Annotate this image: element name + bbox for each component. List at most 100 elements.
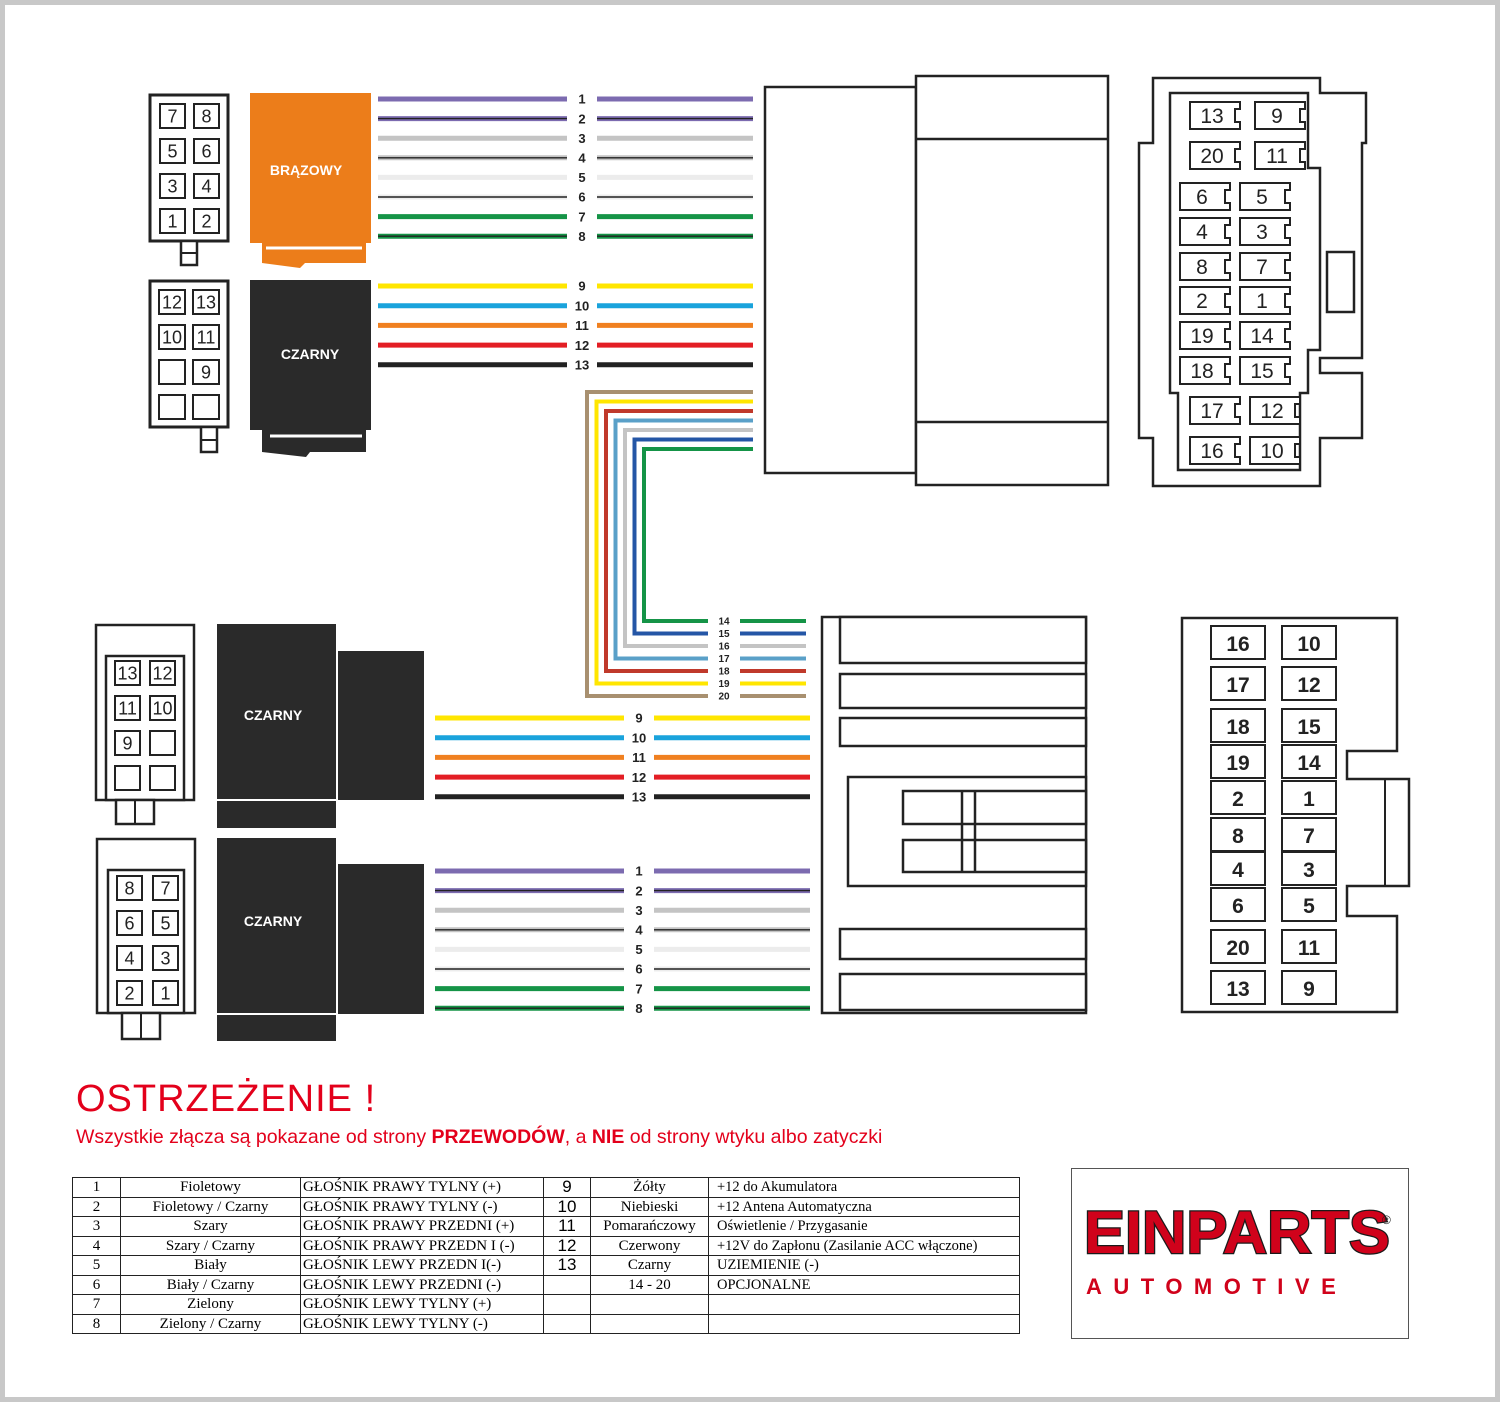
black-plug-top: CZARNY xyxy=(250,280,371,457)
pin: 6 xyxy=(193,138,220,164)
pin-number: 6 xyxy=(1232,895,1244,918)
einparts-logo-mark: EINPARTS xyxy=(1084,1205,1391,1261)
wire-16: 16 xyxy=(623,428,806,653)
pin: 2 xyxy=(1210,780,1266,815)
pin: 5 xyxy=(152,910,179,936)
pin-number: 2 xyxy=(1196,290,1208,313)
pin-number: 4 xyxy=(201,176,211,196)
legend-wire-color: Szary / Czarny xyxy=(120,1235,301,1256)
legend-wire-number-2: 9 xyxy=(543,1177,591,1198)
legend-wire-color-2: Niebieski xyxy=(590,1196,709,1217)
pin-number: 9 xyxy=(1271,105,1283,128)
wire-18: 18 xyxy=(604,409,806,678)
wire-9: 9 xyxy=(378,279,753,294)
wire-5: 5 xyxy=(378,170,753,185)
wire-14: 14 xyxy=(642,447,806,628)
pin: 15 xyxy=(1239,356,1291,385)
wire-4: 4 xyxy=(435,922,810,937)
black-plug-top-label: CZARNY xyxy=(281,346,340,362)
pin: 5 xyxy=(159,138,186,164)
wire-number-label: 12 xyxy=(632,770,646,785)
legend-wire-function: GŁOŚNIK PRAWY PRZEDN I (-) xyxy=(300,1235,544,1256)
pin-number: 16 xyxy=(1200,440,1223,463)
legend-wire-number: 1 xyxy=(72,1177,121,1198)
wire-number-label: 11 xyxy=(632,750,646,765)
pin: 19 xyxy=(1179,321,1231,350)
pin-number: 3 xyxy=(160,948,170,968)
pin-number: 7 xyxy=(167,106,177,126)
pin: 12 xyxy=(149,660,176,686)
pin: 15 xyxy=(1281,708,1337,743)
pin-number: 10 xyxy=(1260,440,1283,463)
pin-number: 15 xyxy=(1250,360,1273,383)
wire-1: 1 xyxy=(378,92,753,107)
einparts-logo: EINPARTS ® AUTOMOTIVE xyxy=(1071,1168,1409,1339)
wire-3: 3 xyxy=(378,131,753,146)
pin-number: 19 xyxy=(1190,325,1213,348)
pin-number: 8 xyxy=(201,106,211,126)
pin-number: 4 xyxy=(124,948,134,968)
pin-number: 8 xyxy=(124,878,134,898)
pin-number: 9 xyxy=(201,362,211,382)
pin-number: 2 xyxy=(1232,788,1244,811)
warning-text-part-3: od strony wtyku albo zatyczki xyxy=(624,1126,883,1148)
pin: 1 xyxy=(159,208,186,234)
legend-wire-color: Zielony xyxy=(120,1294,301,1315)
bottom-car-connector-body xyxy=(820,615,1088,1015)
legend-wire-color-2: Czarny xyxy=(590,1255,709,1276)
pin-number: 9 xyxy=(1303,978,1315,1001)
legend-wire-number: 5 xyxy=(72,1255,121,1276)
pin-number: 11 xyxy=(118,698,137,718)
legend-wire-function-2 xyxy=(708,1313,1020,1334)
pin-number: 13 xyxy=(196,292,216,312)
wire-number-label: 12 xyxy=(575,338,589,353)
pin-number: 5 xyxy=(1303,895,1315,918)
legend-wire-function-2: UZIEMIENIE (-) xyxy=(708,1255,1020,1276)
pin xyxy=(192,394,220,420)
pin: 3 xyxy=(159,173,186,199)
wire-17: 17 xyxy=(613,418,806,665)
pin-number: 1 xyxy=(160,983,170,1003)
pin-number: 14 xyxy=(1297,752,1321,775)
pin-number: 13 xyxy=(1226,978,1249,1001)
wire-13: 13 xyxy=(378,357,753,372)
wire-number-label: 7 xyxy=(635,981,642,996)
pin: 1 xyxy=(152,980,179,1006)
pin: 16 xyxy=(1210,625,1266,660)
wire-1: 1 xyxy=(435,864,810,879)
pin: 10 xyxy=(1249,436,1301,465)
pin: 9 xyxy=(114,730,141,756)
legend-wire-number-2: 11 xyxy=(543,1216,591,1237)
pin-number: 8 xyxy=(1232,825,1244,848)
pin-number: 4 xyxy=(1232,859,1244,882)
pin: 20 xyxy=(1210,929,1266,964)
pin-number: 1 xyxy=(1303,788,1315,811)
pin: 8 xyxy=(193,103,220,129)
wire-number-label: 4 xyxy=(635,922,643,937)
pin: 11 xyxy=(192,324,220,350)
warning-text-part-2: , a xyxy=(564,1126,592,1148)
pin-number: 16 xyxy=(1226,633,1249,656)
wire-number-label: 1 xyxy=(635,864,642,879)
pin-number: 17 xyxy=(1200,400,1223,423)
pin-number: 5 xyxy=(160,913,170,933)
pin-number: 3 xyxy=(1303,859,1315,882)
pin-number: 12 xyxy=(152,663,172,683)
pin-number: 14 xyxy=(1250,325,1274,348)
wire-2: 2 xyxy=(435,883,810,898)
legend-wire-number: 8 xyxy=(72,1313,121,1334)
pin-number: 8 xyxy=(1196,256,1208,279)
legend-wire-number: 3 xyxy=(72,1216,121,1237)
pin-number: 3 xyxy=(167,176,177,196)
pin-number: 17 xyxy=(1226,674,1249,697)
pin-number: 15 xyxy=(1297,716,1321,739)
wire-number-label: 8 xyxy=(635,1001,642,1016)
wire-number-label: 4 xyxy=(578,150,586,165)
legend-wire-color: Zielony / Czarny xyxy=(120,1313,301,1334)
